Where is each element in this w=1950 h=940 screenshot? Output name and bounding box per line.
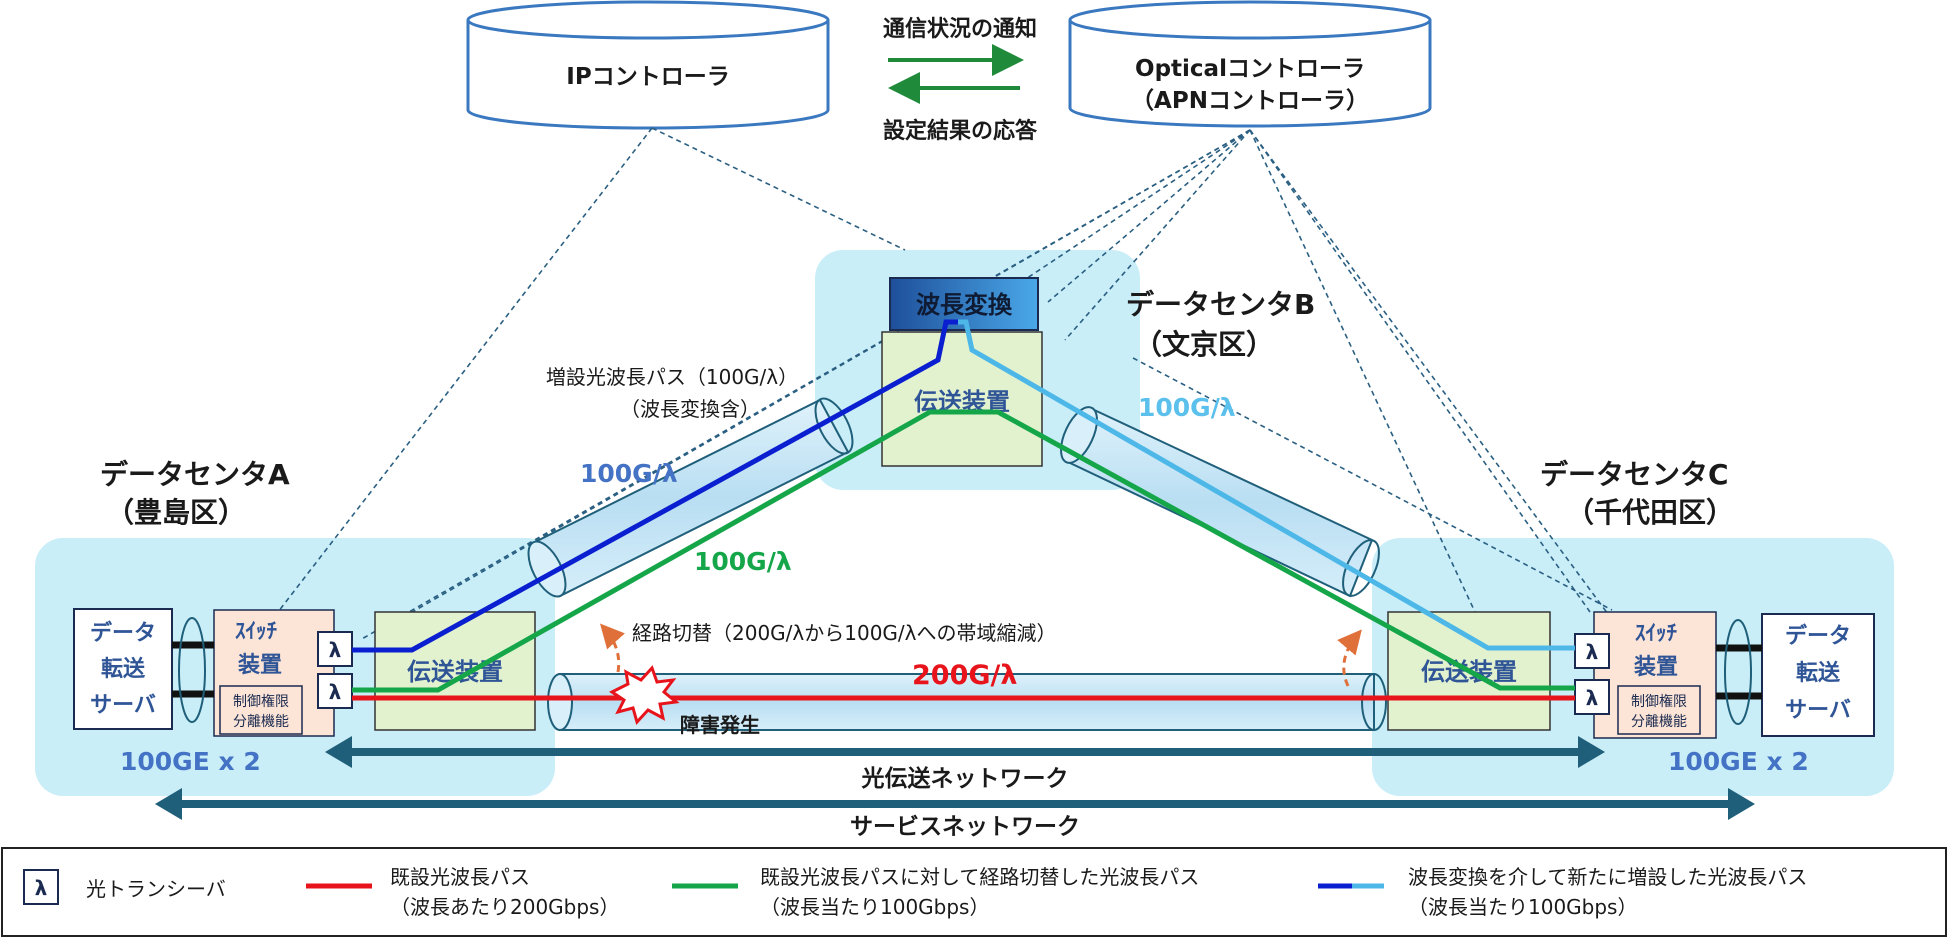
legend-transceiver-symbol: λ	[35, 876, 48, 900]
reroute-arrow-a	[599, 623, 625, 673]
control-separation-c[interactable]	[1617, 685, 1701, 735]
switch-a-label-bottom: 装置	[238, 653, 282, 678]
rate-label-light-blue: 100G/λ	[1138, 393, 1236, 422]
transceiver-a-top-symbol: λ	[329, 638, 342, 662]
transceiver-c-top[interactable]	[1574, 633, 1610, 669]
switch-a-label-top: ｽｲｯﾁ	[235, 619, 277, 643]
legend-rerouted-line1: 既設光波長パスに対して経路切替した光波長パス	[760, 865, 1199, 889]
fiber-b-c	[1060, 406, 1380, 598]
datacenter-b-title: データセンタB	[1126, 288, 1315, 321]
datacenter-c-ward: （千代田区）	[1566, 496, 1734, 529]
server-c[interactable]	[1761, 613, 1875, 737]
control-separation-a-line1: 制御権限	[233, 693, 289, 710]
rate-label-dark-blue: 100G/λ	[580, 459, 678, 488]
optical-network-arrow	[325, 736, 1605, 768]
reroute-arrow-c	[1337, 629, 1362, 687]
datacenter-b-ward: （文京区）	[1134, 328, 1274, 361]
wavelength-converter-label: 波長変換	[916, 291, 1013, 319]
rate-label-green: 100G/λ	[694, 547, 792, 576]
transceiver-a-bottom-symbol: λ	[329, 680, 342, 704]
server-c-line1: データ	[1785, 623, 1851, 649]
legend-existing-line1: 既設光波長パス	[390, 865, 530, 889]
server-a-line1: データ	[90, 620, 156, 646]
switch-c-label-bottom: 装置	[1634, 655, 1678, 680]
added-path-dark-blue	[352, 319, 958, 653]
switch-c-label-top: ｽｲｯﾁ	[1635, 621, 1677, 645]
legend-transceiver-icon	[23, 869, 59, 905]
optical-controller[interactable]: Opticalコントローラ （APNコントローラ）	[1068, 0, 1432, 128]
reroute-label: 経路切替（200G/λから100G/λへの帯域縮減）	[632, 621, 1057, 645]
datacenter-a-ward: （豊島区）	[106, 496, 246, 529]
server-c-line3: サーバ	[1785, 698, 1851, 723]
optical-network-label: 光伝送ネットワーク	[861, 765, 1069, 792]
legend-added-line2: （波長当たり100Gbps）	[1408, 895, 1637, 919]
rate-label-red: 200G/λ	[912, 660, 1017, 691]
server-a-line3: サーバ	[90, 693, 156, 718]
datacenter-c-title: データセンタC	[1540, 458, 1729, 491]
server-links	[172, 617, 1762, 725]
server-c-line2: 転送	[1796, 660, 1840, 686]
transport-device-b[interactable]	[881, 331, 1043, 467]
added-path-light-blue	[958, 319, 1575, 651]
control-separation-a[interactable]	[219, 685, 303, 735]
control-separation-c-line2: 分離機能	[1631, 713, 1687, 730]
ge-label-c: 100GE x 2	[1668, 747, 1809, 776]
legend: λ 光トランシーバ 既設光波長パス （波長あたり200Gbps） 既設光波長パス…	[1, 847, 1947, 937]
optical-controller-label: Opticalコントローラ	[1135, 56, 1365, 82]
legend-rerouted-line2: （波長当たり100Gbps）	[760, 895, 989, 919]
added-path-label-line2: （波長変換含）	[620, 397, 760, 421]
ip-controller[interactable]: IPコントローラ	[466, 0, 830, 130]
transceiver-c-bottom-symbol: λ	[1586, 686, 1599, 710]
transceiver-c-top-symbol: λ	[1586, 640, 1599, 664]
ip-controller-label: IPコントローラ	[566, 64, 729, 90]
response-label: 設定結果の応答	[883, 118, 1038, 144]
service-network-arrow	[155, 788, 1755, 820]
notify-label: 通信状況の通知	[883, 16, 1037, 42]
control-separation-a-line2: 分離機能	[233, 713, 289, 730]
legend-transceiver-label: 光トランシーバ	[86, 877, 226, 901]
failure-label: 障害発生	[680, 713, 760, 737]
optical-controller-sublabel: （APNコントローラ）	[1131, 87, 1369, 114]
failure-burst-icon	[609, 665, 680, 725]
transceiver-a-bottom[interactable]	[317, 673, 353, 709]
transceiver-c-bottom[interactable]	[1574, 679, 1610, 715]
control-separation-c-line1: 制御権限	[1631, 693, 1687, 710]
added-path-label-line1: 増設光波長パス（100G/λ）	[546, 365, 798, 389]
fiber-a-c	[547, 673, 1387, 731]
service-network-label: サービスネットワーク	[850, 814, 1080, 840]
rerouted-path-green	[352, 409, 1575, 693]
server-a[interactable]	[73, 608, 173, 730]
datacenter-a-title: データセンタA	[100, 458, 290, 491]
legend-existing-line2: （波長あたり200Gbps）	[390, 895, 619, 919]
transport-device-a[interactable]	[374, 611, 536, 731]
server-a-line2: 転送	[101, 656, 145, 682]
legend-added-line1: 波長変換を介して新たに増設した光波長パス	[1408, 865, 1807, 889]
ge-label-a: 100GE x 2	[120, 747, 261, 776]
